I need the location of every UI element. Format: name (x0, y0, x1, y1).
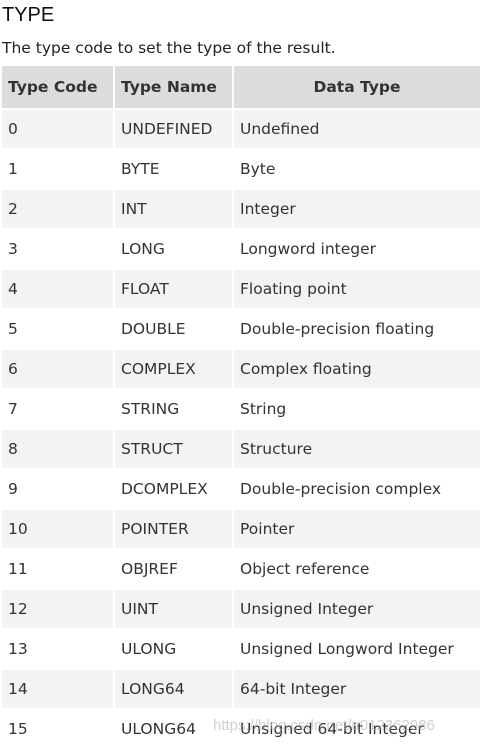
cell-type-name: POINTER (115, 510, 232, 550)
cell-type-name: LONG64 (115, 670, 232, 710)
cell-data-type: Object reference (234, 550, 480, 590)
cell-data-type: Double-precision complex (234, 470, 480, 510)
cell-type-name: ULONG64 (115, 710, 232, 750)
cell-data-type: Pointer (234, 510, 480, 550)
cell-data-type: Complex floating (234, 350, 480, 390)
column-header-type-code: Type Code (2, 66, 113, 110)
cell-data-type: Undefined (234, 110, 480, 150)
cell-type-name: STRING (115, 390, 232, 430)
cell-type-name: OBJREF (115, 550, 232, 590)
cell-type-name: FLOAT (115, 270, 232, 310)
cell-data-type: Byte (234, 150, 480, 190)
cell-type-name: UNDEFINED (115, 110, 232, 150)
column-header-data-type: Data Type (234, 66, 480, 110)
column-header-type-name: Type Name (115, 66, 232, 110)
cell-type-code: 7 (2, 390, 113, 430)
cell-type-code: 3 (2, 230, 113, 270)
cell-type-code: 8 (2, 430, 113, 470)
section-heading: TYPE (2, 4, 55, 26)
cell-type-name: ULONG (115, 630, 232, 670)
cell-data-type: Unsigned 64-bit Integer (234, 710, 480, 750)
cell-type-name: UINT (115, 590, 232, 630)
cell-type-code: 5 (2, 310, 113, 350)
cell-type-code: 9 (2, 470, 113, 510)
table-header-row: Type Code Type Name Data Type (2, 66, 480, 110)
cell-data-type: Longword integer (234, 230, 480, 270)
cell-type-code: 4 (2, 270, 113, 310)
cell-type-name: COMPLEX (115, 350, 232, 390)
cell-type-name: STRUCT (115, 430, 232, 470)
cell-type-code: 13 (2, 630, 113, 670)
cell-type-code: 11 (2, 550, 113, 590)
cell-data-type: String (234, 390, 480, 430)
cell-data-type: Unsigned Integer (234, 590, 480, 630)
cell-data-type: Double-precision floating (234, 310, 480, 350)
cell-type-name: BYTE (115, 150, 232, 190)
cell-data-type: Structure (234, 430, 480, 470)
cell-data-type: Unsigned Longword Integer (234, 630, 480, 670)
cell-data-type: 64-bit Integer (234, 670, 480, 710)
cell-type-name: DOUBLE (115, 310, 232, 350)
cell-type-code: 10 (2, 510, 113, 550)
section-description: The type code to set the type of the res… (2, 39, 336, 57)
cell-type-name: DCOMPLEX (115, 470, 232, 510)
cell-type-name: INT (115, 190, 232, 230)
cell-type-code: 6 (2, 350, 113, 390)
cell-type-code: 1 (2, 150, 113, 190)
cell-type-code: 15 (2, 710, 113, 750)
cell-type-name: LONG (115, 230, 232, 270)
cell-type-code: 0 (2, 110, 113, 150)
cell-data-type: Integer (234, 190, 480, 230)
cell-type-code: 2 (2, 190, 113, 230)
cell-type-code: 12 (2, 590, 113, 630)
cell-data-type: Floating point (234, 270, 480, 310)
cell-type-code: 14 (2, 670, 113, 710)
